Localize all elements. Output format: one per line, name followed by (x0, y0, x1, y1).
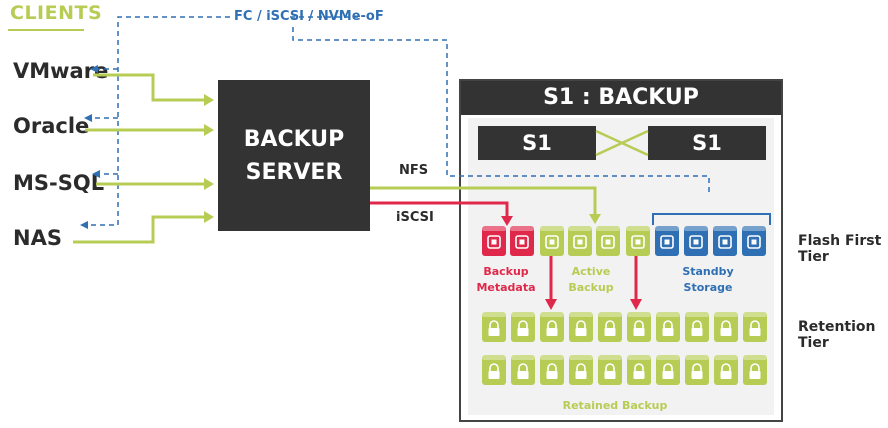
standby-disk (713, 226, 737, 256)
retention-disk (714, 355, 738, 385)
retention-disk (569, 355, 593, 385)
caption-backup-metadata: Backup Metadata (471, 264, 541, 296)
retention-disk (685, 355, 709, 385)
retention-disk (569, 312, 593, 342)
replication-cross (595, 129, 649, 157)
retention-disk (743, 312, 767, 342)
caption-retained-backup: Retained Backup (562, 399, 668, 412)
caption-active-backup-line1: Active (571, 265, 611, 278)
caption-standby-storage-line1: Standby (682, 265, 734, 278)
client-vmware: VMware (13, 59, 109, 83)
retention-disk (540, 355, 564, 385)
nfs-label: NFS (399, 163, 429, 178)
client-link-arrows (204, 94, 601, 224)
dashed-link-arrows (80, 65, 100, 229)
flash-first-tier-label: Flash First Tier (798, 233, 882, 265)
caption-backup-metadata-line1: Backup (483, 265, 529, 278)
retention-disk-rows (482, 312, 767, 385)
standby-disk (655, 226, 679, 256)
retention-disk (656, 312, 680, 342)
retention-disk (511, 355, 535, 385)
caption-backup-metadata-line2: Metadata (476, 281, 536, 294)
retention-disk (627, 355, 651, 385)
retention-tier-label: Retention Tier (798, 319, 876, 351)
retention-disk (540, 312, 564, 342)
backup-server-line2: SERVER (245, 159, 343, 185)
active-disk (568, 226, 592, 256)
red-arrows (501, 216, 642, 310)
flash-disk-row (482, 226, 766, 256)
standby-disk (742, 226, 766, 256)
caption-standby-storage-line2: Storage (683, 281, 733, 294)
standby-disk (684, 226, 708, 256)
retention-disk (627, 312, 651, 342)
storage-array-title: S1 : BACKUP (461, 81, 781, 115)
iscsi-label: iSCSI (396, 210, 434, 225)
controller-a: S1 (478, 126, 596, 160)
retention-disk (511, 312, 535, 342)
clients-underline (8, 29, 84, 31)
retention-disk (598, 355, 622, 385)
retention-disk (685, 312, 709, 342)
client-oracle: Oracle (13, 114, 90, 138)
client-ms-sql: MS-SQL (13, 171, 105, 195)
retention-disk (714, 312, 738, 342)
backup-server: BACKUP SERVER (218, 80, 370, 231)
retention-disk (482, 312, 506, 342)
caption-active-backup: Active Backup (556, 264, 626, 296)
retention-disk (743, 355, 767, 385)
backup-server-line1: BACKUP (243, 126, 345, 152)
client-nas: NAS (13, 226, 62, 250)
dashed-san-links (85, 16, 710, 226)
controller-b: S1 (648, 126, 766, 160)
active-disk (540, 226, 564, 256)
caption-standby-storage: Standby Storage (673, 264, 743, 296)
metadata-disk (510, 226, 534, 256)
metadata-disk (482, 226, 506, 256)
active-disk (596, 226, 620, 256)
active-disk (626, 226, 650, 256)
caption-active-backup-line2: Backup (568, 281, 614, 294)
retention-disk (482, 355, 506, 385)
retention-disk (598, 312, 622, 342)
retention-disk (656, 355, 680, 385)
standby-bracket (652, 213, 771, 225)
client-links (73, 73, 597, 244)
clients-title: CLIENTS (10, 2, 103, 24)
